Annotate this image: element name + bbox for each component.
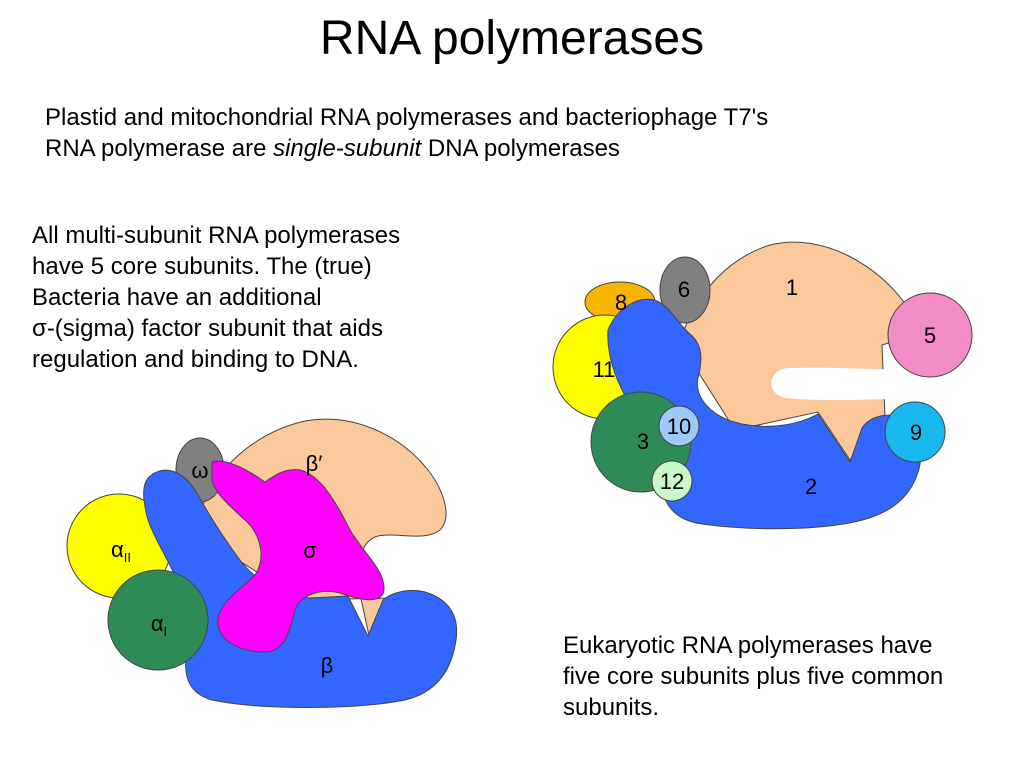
bacteria-note-line: regulation and binding to DNA. xyxy=(32,346,359,373)
alpha-i-label: αI xyxy=(151,611,167,639)
eukaryote-note-line: Eukaryotic RNA polymerases have xyxy=(563,632,933,659)
subunit-12-label: 12 xyxy=(660,469,684,494)
intro-paragraph: Plastid and mitochondrial RNA polymerase… xyxy=(45,102,768,164)
intro-line-2: RNA polymerase are single-subunit DNA po… xyxy=(45,133,768,164)
bacterial-polymerase-diagram: ω β′ αII σ αI β xyxy=(66,418,458,708)
subunit-5-shape xyxy=(887,292,973,378)
intro-line-2-start: RNA polymerase are xyxy=(45,135,274,162)
eukaryote-note-line: five core subunits plus five common xyxy=(563,663,944,690)
intro-line-1: Plastid and mitochondrial RNA polymerase… xyxy=(45,104,769,131)
subunit-10-shape xyxy=(658,405,700,447)
alpha-i-label-main: α xyxy=(151,611,164,636)
eukaryote-note: Eukaryotic RNA polymerases have five cor… xyxy=(563,630,943,723)
subunit-12-shape xyxy=(651,460,693,502)
bacteria-note-line: have 5 core subunits. The (true) xyxy=(32,253,372,280)
bacteria-note-line: σ-(sigma) factor subunit that aids xyxy=(32,315,383,342)
intro-line-2-end: DNA polymerases xyxy=(421,135,620,162)
bacteria-note-line: All multi-subunit RNA polymerases xyxy=(32,222,401,249)
subunit-1-label: 1 xyxy=(786,275,798,300)
eukaryotic-polymerase-diagram: 8 6 1 5 11 10 3 9 12 2 xyxy=(552,241,973,530)
eukaryote-note-line: subunits. xyxy=(563,694,660,721)
omega-label: ω xyxy=(191,458,208,483)
subunit-9-shape xyxy=(884,401,946,463)
subunit-9-label: 9 xyxy=(910,420,922,445)
intro-emphasis: single-subunit xyxy=(273,135,422,162)
alpha-ii-label-sub: II xyxy=(124,550,131,565)
subunit-11-label: 11 xyxy=(593,357,616,382)
subunit-1-shape xyxy=(681,241,910,461)
alpha-i-label-sub: I xyxy=(164,624,168,639)
subunit-6-shape xyxy=(659,256,711,324)
subunit-6-label: 6 xyxy=(678,277,690,302)
sigma-subunit-shape xyxy=(211,460,385,653)
bacteria-note-line: Bacteria have an additional xyxy=(32,284,322,311)
bacteria-note: All multi-subunit RNA polymerases have 5… xyxy=(32,220,400,375)
subunit-8-label: 8 xyxy=(615,290,627,315)
sigma-label: σ xyxy=(303,538,317,563)
subunit-3-label: 3 xyxy=(637,429,649,454)
alpha-ii-label: αII xyxy=(111,537,131,565)
subunit-2-label: 2 xyxy=(805,474,817,499)
subunit-5-label: 5 xyxy=(924,323,936,348)
alpha-ii-label-main: α xyxy=(111,537,124,562)
beta-prime-label: β′ xyxy=(306,451,323,476)
alpha-i-subunit-shape xyxy=(107,569,209,671)
slide-title: RNA polymerases xyxy=(319,12,705,65)
beta-label: β xyxy=(321,653,334,678)
subunit-10-label: 10 xyxy=(667,414,691,439)
subunit-1-cleft xyxy=(771,367,908,401)
